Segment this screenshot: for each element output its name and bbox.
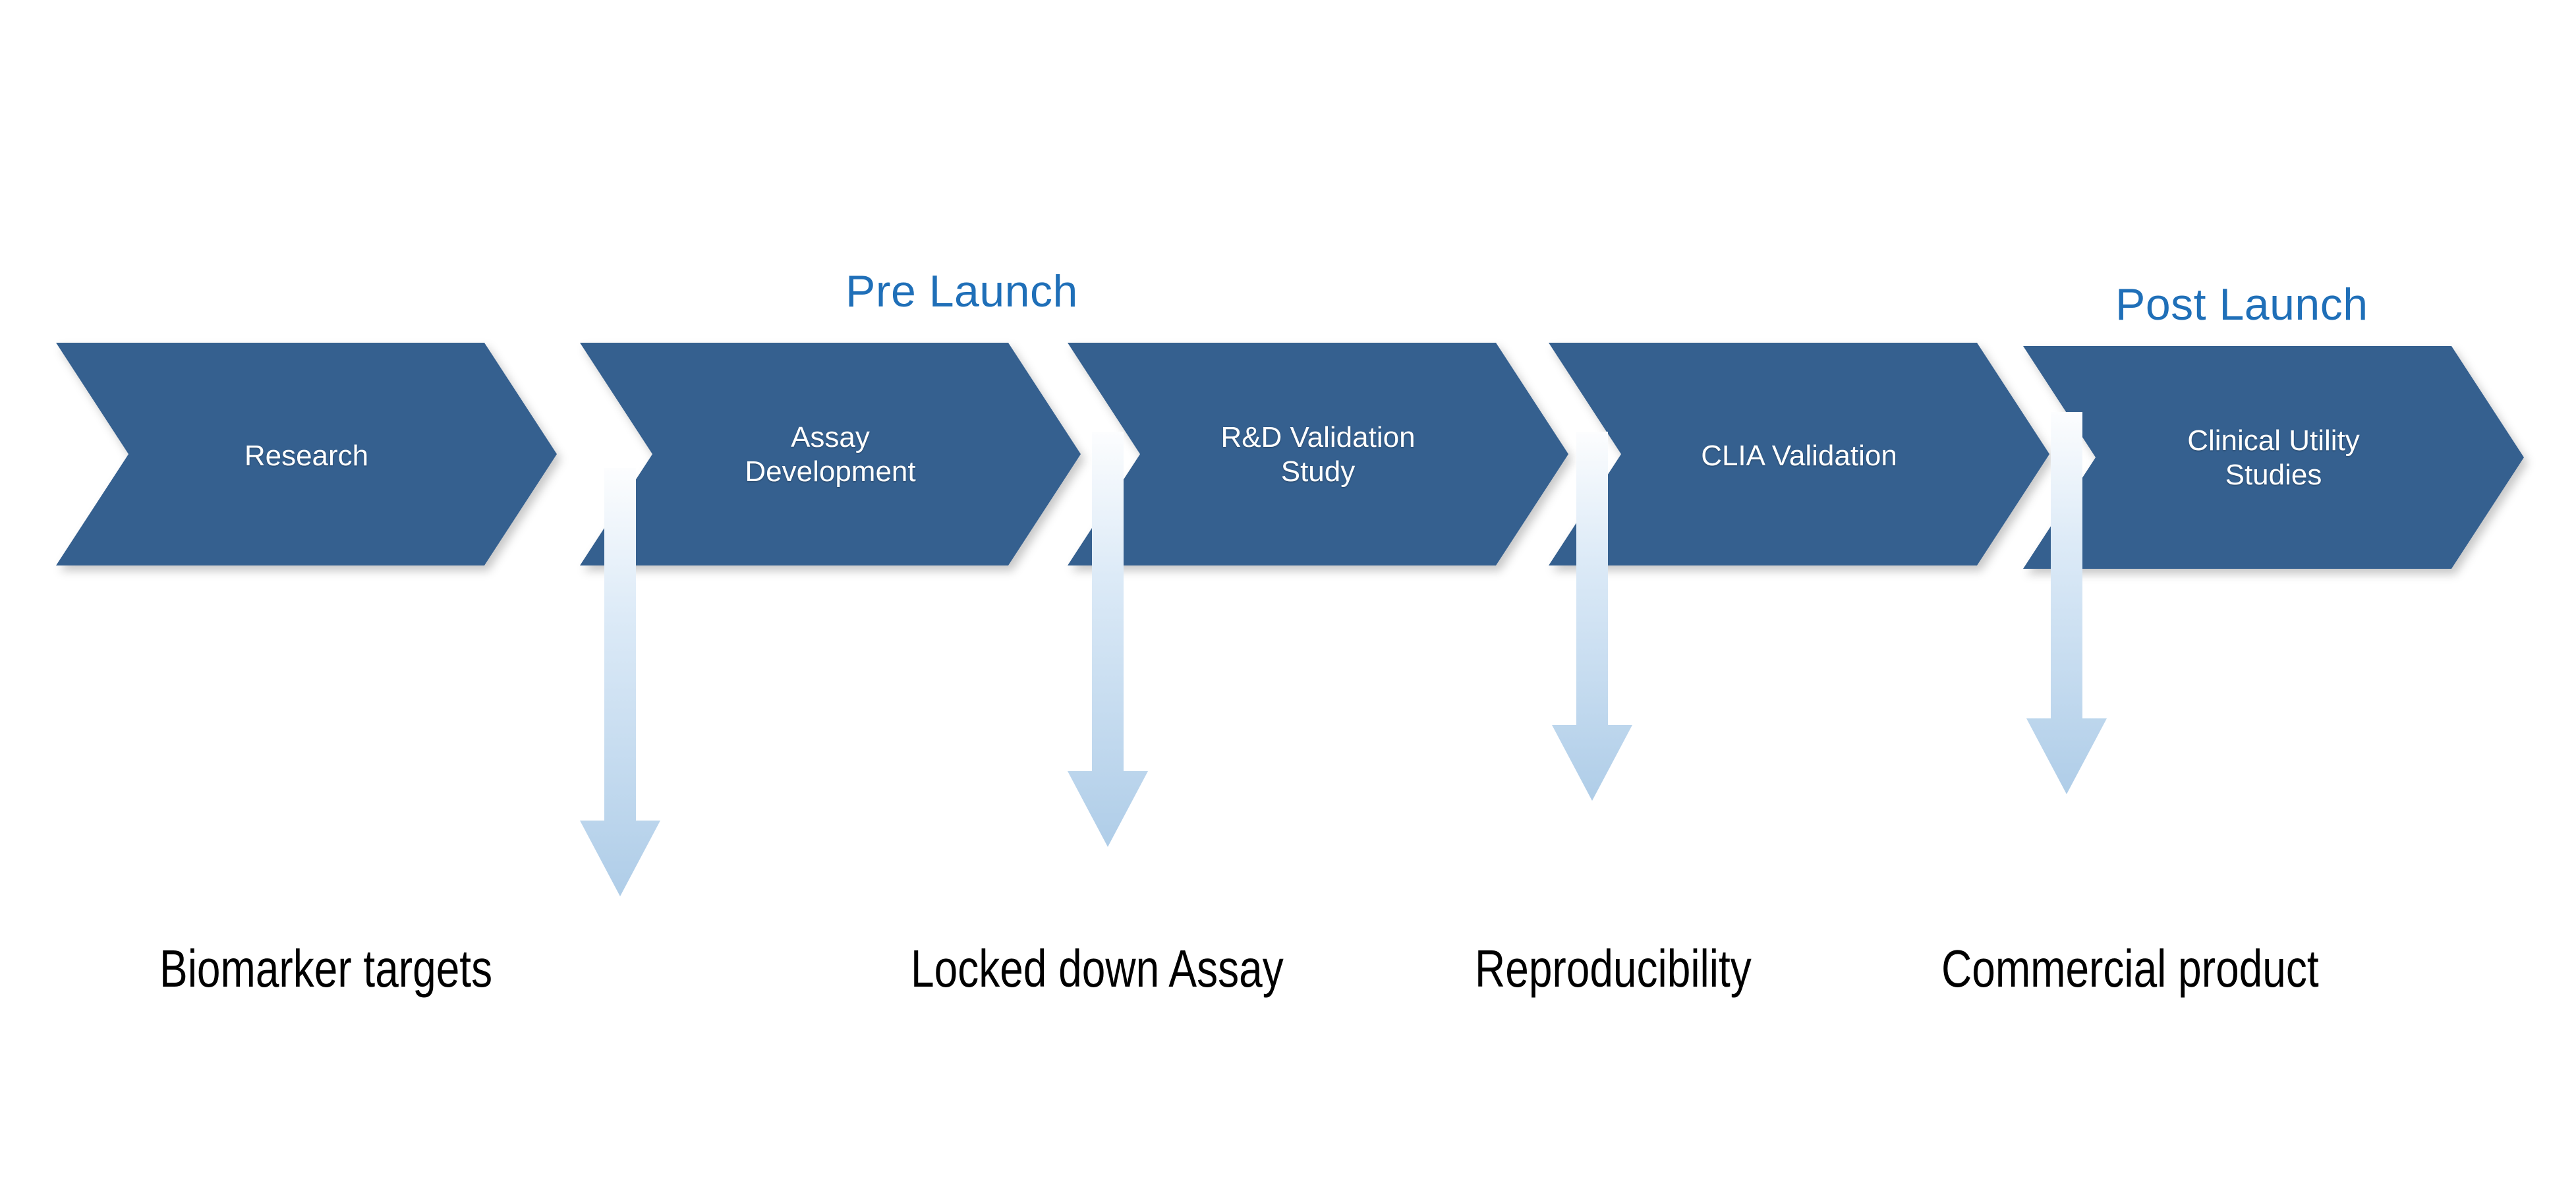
down-arrow-locked-down-assay[interactable] — [1068, 432, 1148, 847]
outcome-label-locked-down-assay: Locked down Assay — [911, 939, 1284, 998]
phase-label-post-launch: Post Launch — [2115, 279, 2368, 330]
outcome-label-commercial-product: Commercial product — [1941, 939, 2319, 998]
down-arrow-commercial-product[interactable] — [2026, 412, 2107, 794]
down-arrow-reproducibility[interactable] — [1552, 432, 1632, 801]
outcome-label-biomarker-targets: Biomarker targets — [159, 939, 493, 998]
chevron-stage-research[interactable]: Research — [56, 343, 557, 565]
down-arrow-biomarker-targets[interactable] — [580, 468, 660, 896]
phase-label-pre-launch: Pre Launch — [845, 266, 1078, 316]
outcome-label-reproducibility: Reproducibility — [1475, 939, 1752, 998]
